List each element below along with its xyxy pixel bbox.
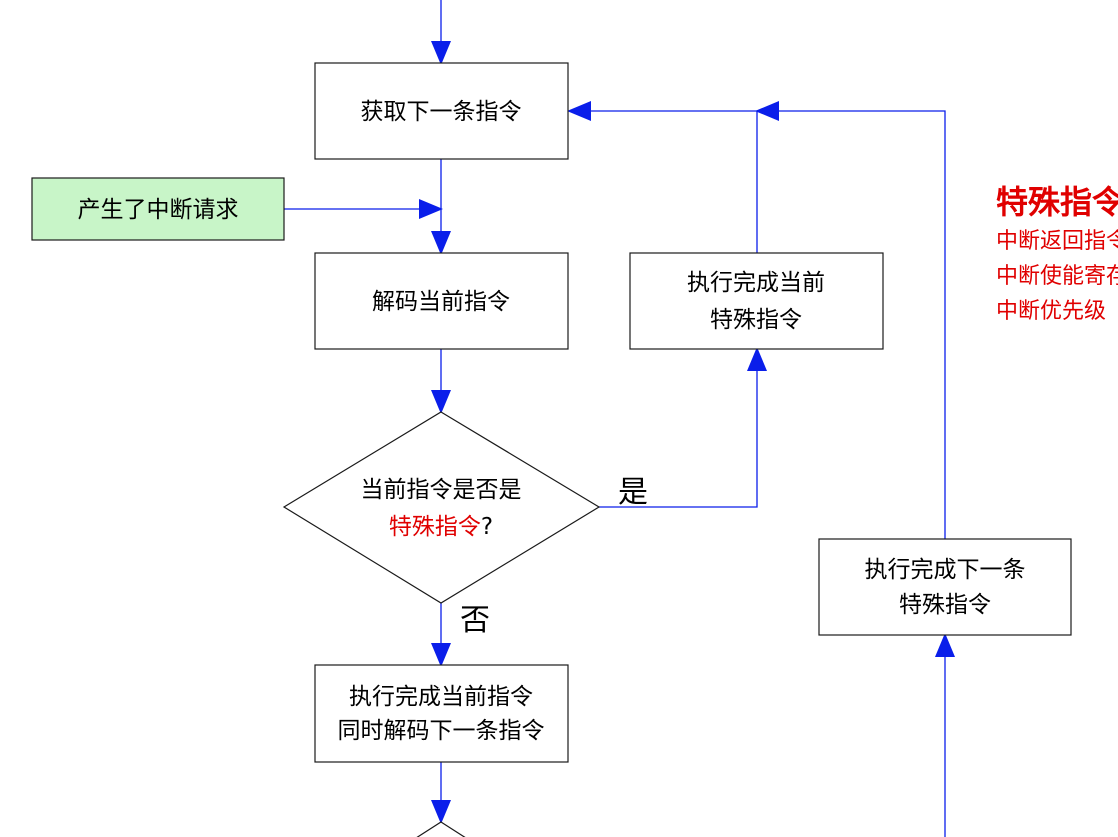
decision-special-keyword: 特殊指令	[389, 514, 481, 540]
special-instruction-note: 特殊指令 中断返回指令 中断使能寄存器 中断优先级	[996, 180, 1118, 329]
exec-and-decode-label-line1: 执行完成当前指令	[349, 684, 533, 710]
fetch-instruction-label: 获取下一条指令	[361, 99, 522, 125]
next-decision-diamond-partial	[416, 821, 466, 837]
arrow-special-to-fetch	[567, 101, 758, 253]
decision-diamond	[282, 411, 601, 604]
exec-special-label-line2: 特殊指令	[710, 307, 802, 333]
fetch-instruction-box	[314, 62, 569, 160]
yes-branch-label: 是	[618, 475, 648, 510]
exec-special-label-line1: 执行完成当前	[687, 270, 825, 296]
arrow-next-special-to-fetch	[755, 101, 946, 539]
interrupt-request-label: 产生了中断请求	[78, 197, 239, 223]
exec-next-special-label-line1: 执行完成下一条	[865, 557, 1026, 583]
exec-and-decode-label-line2: 同时解码下一条指令	[338, 718, 545, 744]
decision-question-mark: ?	[481, 514, 493, 540]
exec-and-decode-box	[314, 664, 569, 763]
exec-next-special-box	[818, 538, 1072, 636]
exec-next-special-label-line2: 特殊指令	[899, 592, 991, 618]
decision-label-line2: 特殊指令?	[389, 514, 493, 540]
decode-current-label: 解码当前指令	[372, 289, 510, 315]
no-branch-label: 否	[460, 603, 490, 638]
side-note-line: 中断返回指令	[996, 229, 1118, 254]
interrupt-request-box	[31, 177, 285, 241]
decision-label-line1: 当前指令是否是	[361, 477, 522, 503]
side-note-line: 中断使能寄存器	[996, 264, 1118, 289]
side-note-title: 特殊指令	[996, 183, 1118, 221]
exec-special-box	[629, 252, 884, 350]
side-note-line: 中断优先级	[996, 299, 1107, 324]
decode-current-box	[314, 252, 569, 350]
arrow-decision-yes	[599, 347, 767, 508]
